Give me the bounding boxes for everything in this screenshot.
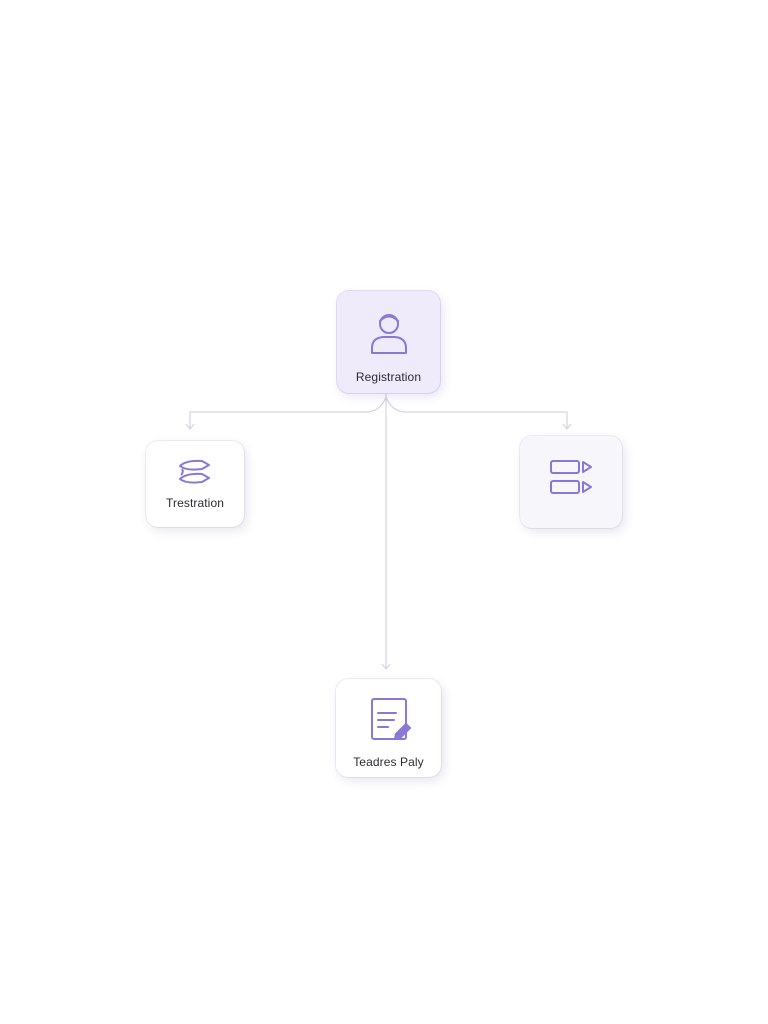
arrowhead-right (562, 423, 572, 430)
connector-branch-left (189, 396, 387, 428)
flow-steps-icon (550, 460, 592, 494)
node-trestration[interactable]: Trestration (146, 441, 244, 527)
node-trestration-label: Trestration (165, 496, 224, 510)
node-teadres-paly-label: Teadres Paly (353, 755, 424, 769)
node-registration[interactable]: Registration (337, 291, 440, 393)
node-teadres-paly[interactable]: Teadres Paly (336, 679, 441, 777)
stacked-layers-icon (179, 459, 210, 484)
user-icon (370, 314, 407, 354)
node-registration-label: Registration (355, 370, 422, 384)
node-process-steps[interactable] (520, 436, 622, 528)
connector-branch-right (385, 396, 568, 428)
arrowhead-left (185, 423, 195, 430)
arrowhead-bottom (381, 663, 391, 670)
document-edit-icon (370, 698, 411, 740)
